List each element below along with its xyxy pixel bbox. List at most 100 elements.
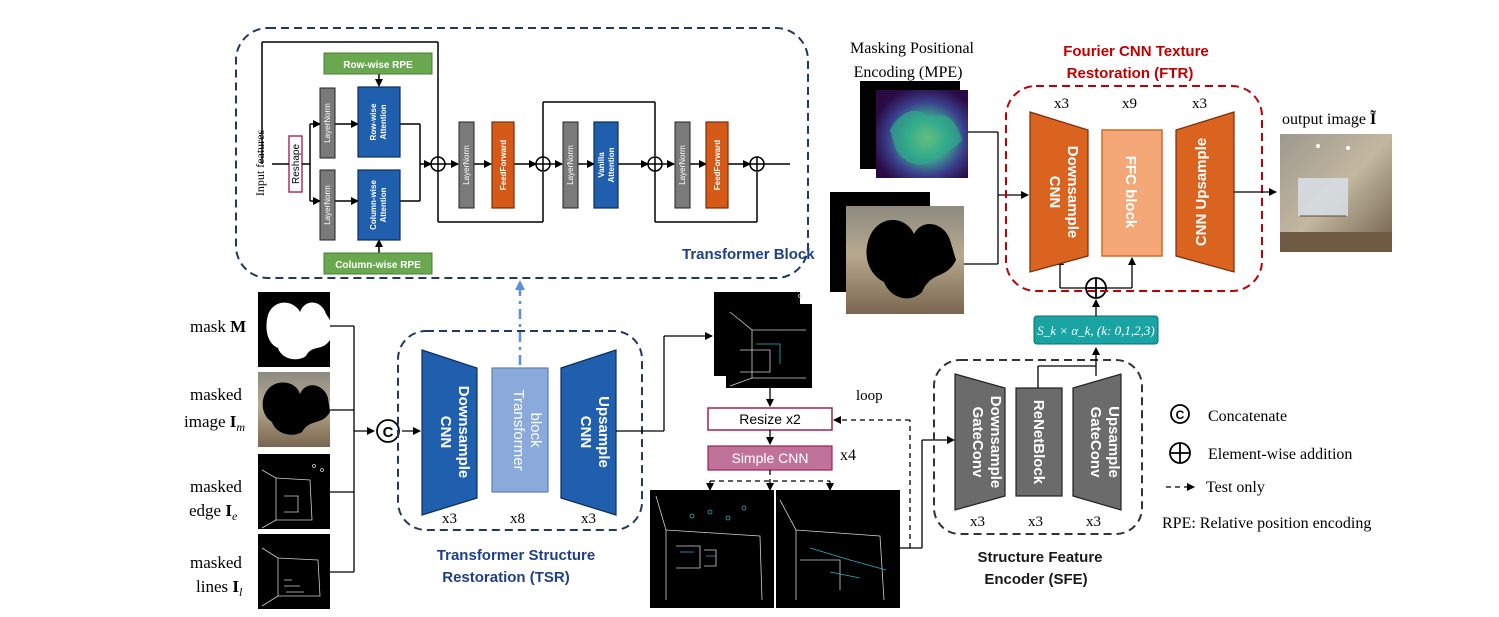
- masked-input-hole: [866, 220, 956, 299]
- sfe-down-line2: Downsample: [987, 396, 1004, 489]
- simple-cnn-label: Simple CNN: [731, 450, 808, 466]
- layernorm-4: [674, 121, 691, 209]
- test-only-connectors: [706, 416, 911, 548]
- to-sfe-connector: [900, 436, 955, 549]
- ftr-count-3: x3: [1192, 96, 1207, 112]
- tsr-down-line1: CNN: [437, 416, 454, 449]
- structure-stack: [714, 292, 812, 388]
- ftr-frame: [1005, 85, 1263, 292]
- tsr-count-3: x3: [581, 511, 596, 527]
- mpe-blob: [890, 110, 962, 165]
- column-wise-attention-box: [357, 169, 401, 241]
- row-wise-attention-box: [357, 86, 401, 158]
- column-attention-line2: Attention: [379, 187, 388, 222]
- layernorm-col: [319, 169, 336, 241]
- legend-test-only-label: Test only: [1206, 479, 1265, 496]
- layernorm-row-label: LayerNorm: [323, 103, 332, 143]
- output-image-details: [1280, 144, 1392, 252]
- column-attention-line1: Column-wise: [369, 180, 378, 230]
- ftr-down-line1: CNN: [1046, 176, 1063, 209]
- row-rpe-label: Row-wise RPE: [343, 60, 413, 71]
- column-rpe-box: [323, 252, 433, 275]
- mask-label: mask M: [190, 317, 246, 336]
- legend-concatenate-icon: [1170, 404, 1190, 424]
- element-wise-add-icon: [430, 156, 446, 172]
- sfe-up-line2: Upsample: [1105, 406, 1122, 478]
- element-wise-add-icon: [1085, 277, 1107, 299]
- simple-cnn-box: [707, 445, 833, 471]
- feedforward-1-label: FeedForward: [499, 140, 508, 190]
- structure-line-highlight: [809, 547, 887, 579]
- tsr-title-line2: Restoration (TSR): [442, 569, 570, 586]
- legend-rpe-label: RPE: Relative position encoding: [1162, 515, 1371, 532]
- legend-concatenate-label: Concatenate: [1208, 408, 1287, 425]
- masked-edge-lines: [261, 464, 324, 529]
- layernorm-3-label: LayerNorm: [566, 145, 575, 185]
- ftr-count-2: x9: [1122, 96, 1137, 112]
- sfe-down-line1: GateConv: [969, 407, 986, 479]
- ftr-title-line2: Restoration (FTR): [1067, 65, 1194, 82]
- layernorm-2-label: LayerNorm: [462, 145, 471, 185]
- masked-lines-label-line1: masked: [190, 553, 242, 572]
- sfe-count-3: x3: [1086, 514, 1101, 530]
- ftr-cnn-upsample: [1175, 111, 1235, 273]
- layernorm-row: [319, 87, 336, 159]
- masked-lines-image: [258, 534, 330, 609]
- masked-edge-label-line2: edge Ie: [189, 501, 238, 523]
- masked-edge-label-line1: masked: [190, 477, 242, 496]
- masked-image-label-line2: image Im: [184, 412, 245, 434]
- sfe-count-1: x3: [970, 514, 985, 530]
- tsr-title-line1: Transformer Structure: [437, 547, 595, 564]
- structure-edge-highlight: [680, 505, 747, 557]
- layernorm-2: [458, 121, 475, 209]
- row-rpe-box: [323, 52, 433, 75]
- sfe-feature-connectors: [1037, 347, 1100, 388]
- concatenate-symbol: C: [383, 424, 394, 441]
- tsr-count-2: x8: [510, 511, 525, 527]
- mpe-to-ftr-connectors: [964, 131, 1029, 265]
- legend-add-icon: [1169, 442, 1191, 464]
- sfe-count-2: x3: [1028, 514, 1043, 530]
- feedforward-2-label: FeedForward: [713, 140, 722, 190]
- masked-lines-label-line2: lines Il: [196, 577, 243, 599]
- input-features-label: Input features: [253, 130, 267, 197]
- transformer-connectors: [261, 41, 790, 253]
- tsr-up-line1: CNN: [577, 416, 594, 449]
- loop-label: loop: [856, 388, 883, 404]
- transformer-block-title: Transformer Block: [682, 246, 815, 263]
- structure-line-lines: [779, 499, 885, 601]
- transformer-block-frame: [235, 27, 809, 279]
- vanilla-attention-line1: Vanilla: [597, 152, 606, 178]
- sfe-renet-label: ReNetBlock: [1030, 400, 1047, 485]
- structure-edge-lines: [655, 495, 763, 601]
- sfe-gateconv-upsample: [1072, 373, 1122, 511]
- row-attention-line2: Attention: [379, 104, 388, 139]
- feedforward-2: [705, 121, 729, 209]
- layernorm-4-label: LayerNorm: [678, 145, 687, 185]
- ftr-down-line2: Downsample: [1064, 146, 1081, 239]
- element-wise-add-icon: [749, 156, 765, 172]
- feedforward-1: [491, 121, 515, 209]
- ftr-count-1: x3: [1054, 96, 1069, 112]
- x4-label: x4: [840, 447, 856, 464]
- tsr-count-1: x3: [442, 511, 457, 527]
- masked-lines-lines: [261, 547, 321, 607]
- element-wise-add-icon: [647, 156, 663, 172]
- structure-edge-output: [650, 490, 774, 608]
- vanilla-attention-box: [593, 121, 619, 209]
- vanilla-attention-line2: Attention: [607, 147, 616, 182]
- scale-formula: S_k × α_k, (k: 0,1,2,3): [1037, 323, 1154, 338]
- tsr-down-line2: Downsample: [455, 386, 472, 479]
- tsr-cnn-upsample: [560, 349, 617, 516]
- tsr-transformer-line2: block: [527, 412, 544, 448]
- sfe-frame: [933, 359, 1143, 535]
- masked-image-hole: [262, 382, 330, 435]
- mask-shape: [266, 302, 330, 360]
- ftr-cnn-downsample: [1029, 111, 1089, 273]
- structure-line-output: [776, 490, 900, 608]
- ftr-ffc-block: [1101, 129, 1163, 257]
- element-wise-add-icon: [535, 156, 551, 172]
- layernorm-3: [562, 121, 579, 209]
